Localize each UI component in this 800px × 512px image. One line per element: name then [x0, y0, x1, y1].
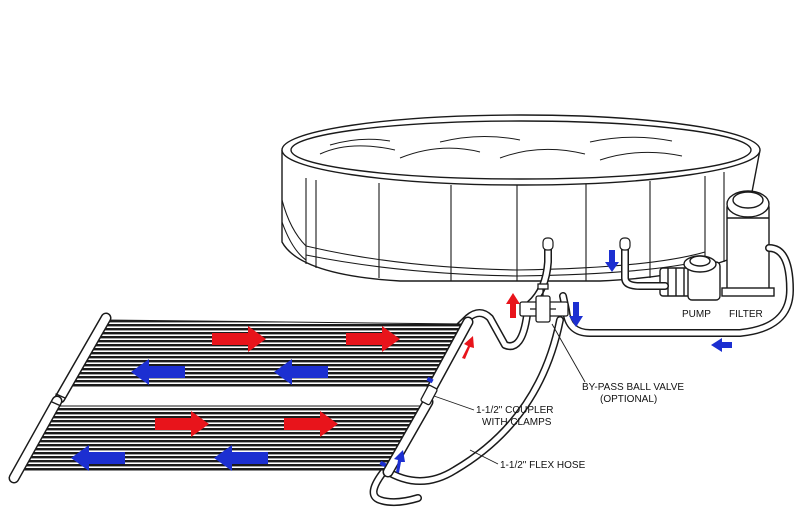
above-ground-pool — [281, 114, 761, 282]
blue-arrow-left-4 — [214, 445, 268, 471]
red-arrow-right-4 — [284, 411, 338, 437]
filter-base — [721, 287, 775, 297]
pool-return-fitting — [542, 237, 554, 251]
hot-flow-arrows — [155, 293, 520, 437]
blue-arrow-up-panel-inlet — [394, 450, 405, 473]
blue-arrow-left-1 — [131, 359, 185, 385]
solar-panel-upper — [62, 319, 466, 387]
blue-arrow-left-return — [711, 338, 732, 352]
blue-arrow-down-valve — [569, 302, 583, 327]
red-arrow-right-3 — [155, 411, 209, 437]
panel-headers — [8, 312, 474, 484]
bypass-optional-label: (OPTIONAL) — [600, 394, 657, 405]
pump-label: PUMP — [682, 309, 711, 320]
red-arrow-right-2 — [346, 326, 400, 352]
red-arrow-up-riser — [506, 293, 520, 318]
pool-skimmer-fitting — [619, 237, 631, 251]
coupler-label: 1-1/2" COUPLER — [476, 405, 553, 416]
cold-flow-arrows — [71, 250, 732, 473]
filter-label: FILTER — [729, 309, 763, 320]
bypass-valve-label: BY-PASS BALL VALVE — [582, 382, 684, 393]
red-arrow-right-1 — [212, 326, 266, 352]
pool-water-ripples — [319, 135, 683, 161]
pool-wall-uprights — [281, 172, 725, 281]
pool-rim-outer — [281, 114, 761, 186]
coupler-clamps-label: WITH CLAMPS — [482, 417, 552, 428]
pool-rim-inner — [290, 120, 752, 180]
blue-arrow-left-2 — [274, 359, 328, 385]
coupler-with-clamps — [420, 384, 438, 406]
diagram-labels: PUMP FILTER BY-PASS BALL VALVE (OPTIONAL… — [476, 309, 763, 471]
pump-unit — [659, 255, 721, 301]
flex-hose-label: 1-1/2" FLEX HOSE — [500, 460, 586, 471]
bypass-ball-valve — [519, 283, 569, 323]
blue-arrow-left-3 — [71, 445, 125, 471]
callout-leaders — [433, 323, 586, 465]
red-arrow-up-panel — [462, 336, 474, 359]
filter-unit — [721, 190, 775, 297]
blue-arrow-down-skimmer — [605, 250, 619, 272]
